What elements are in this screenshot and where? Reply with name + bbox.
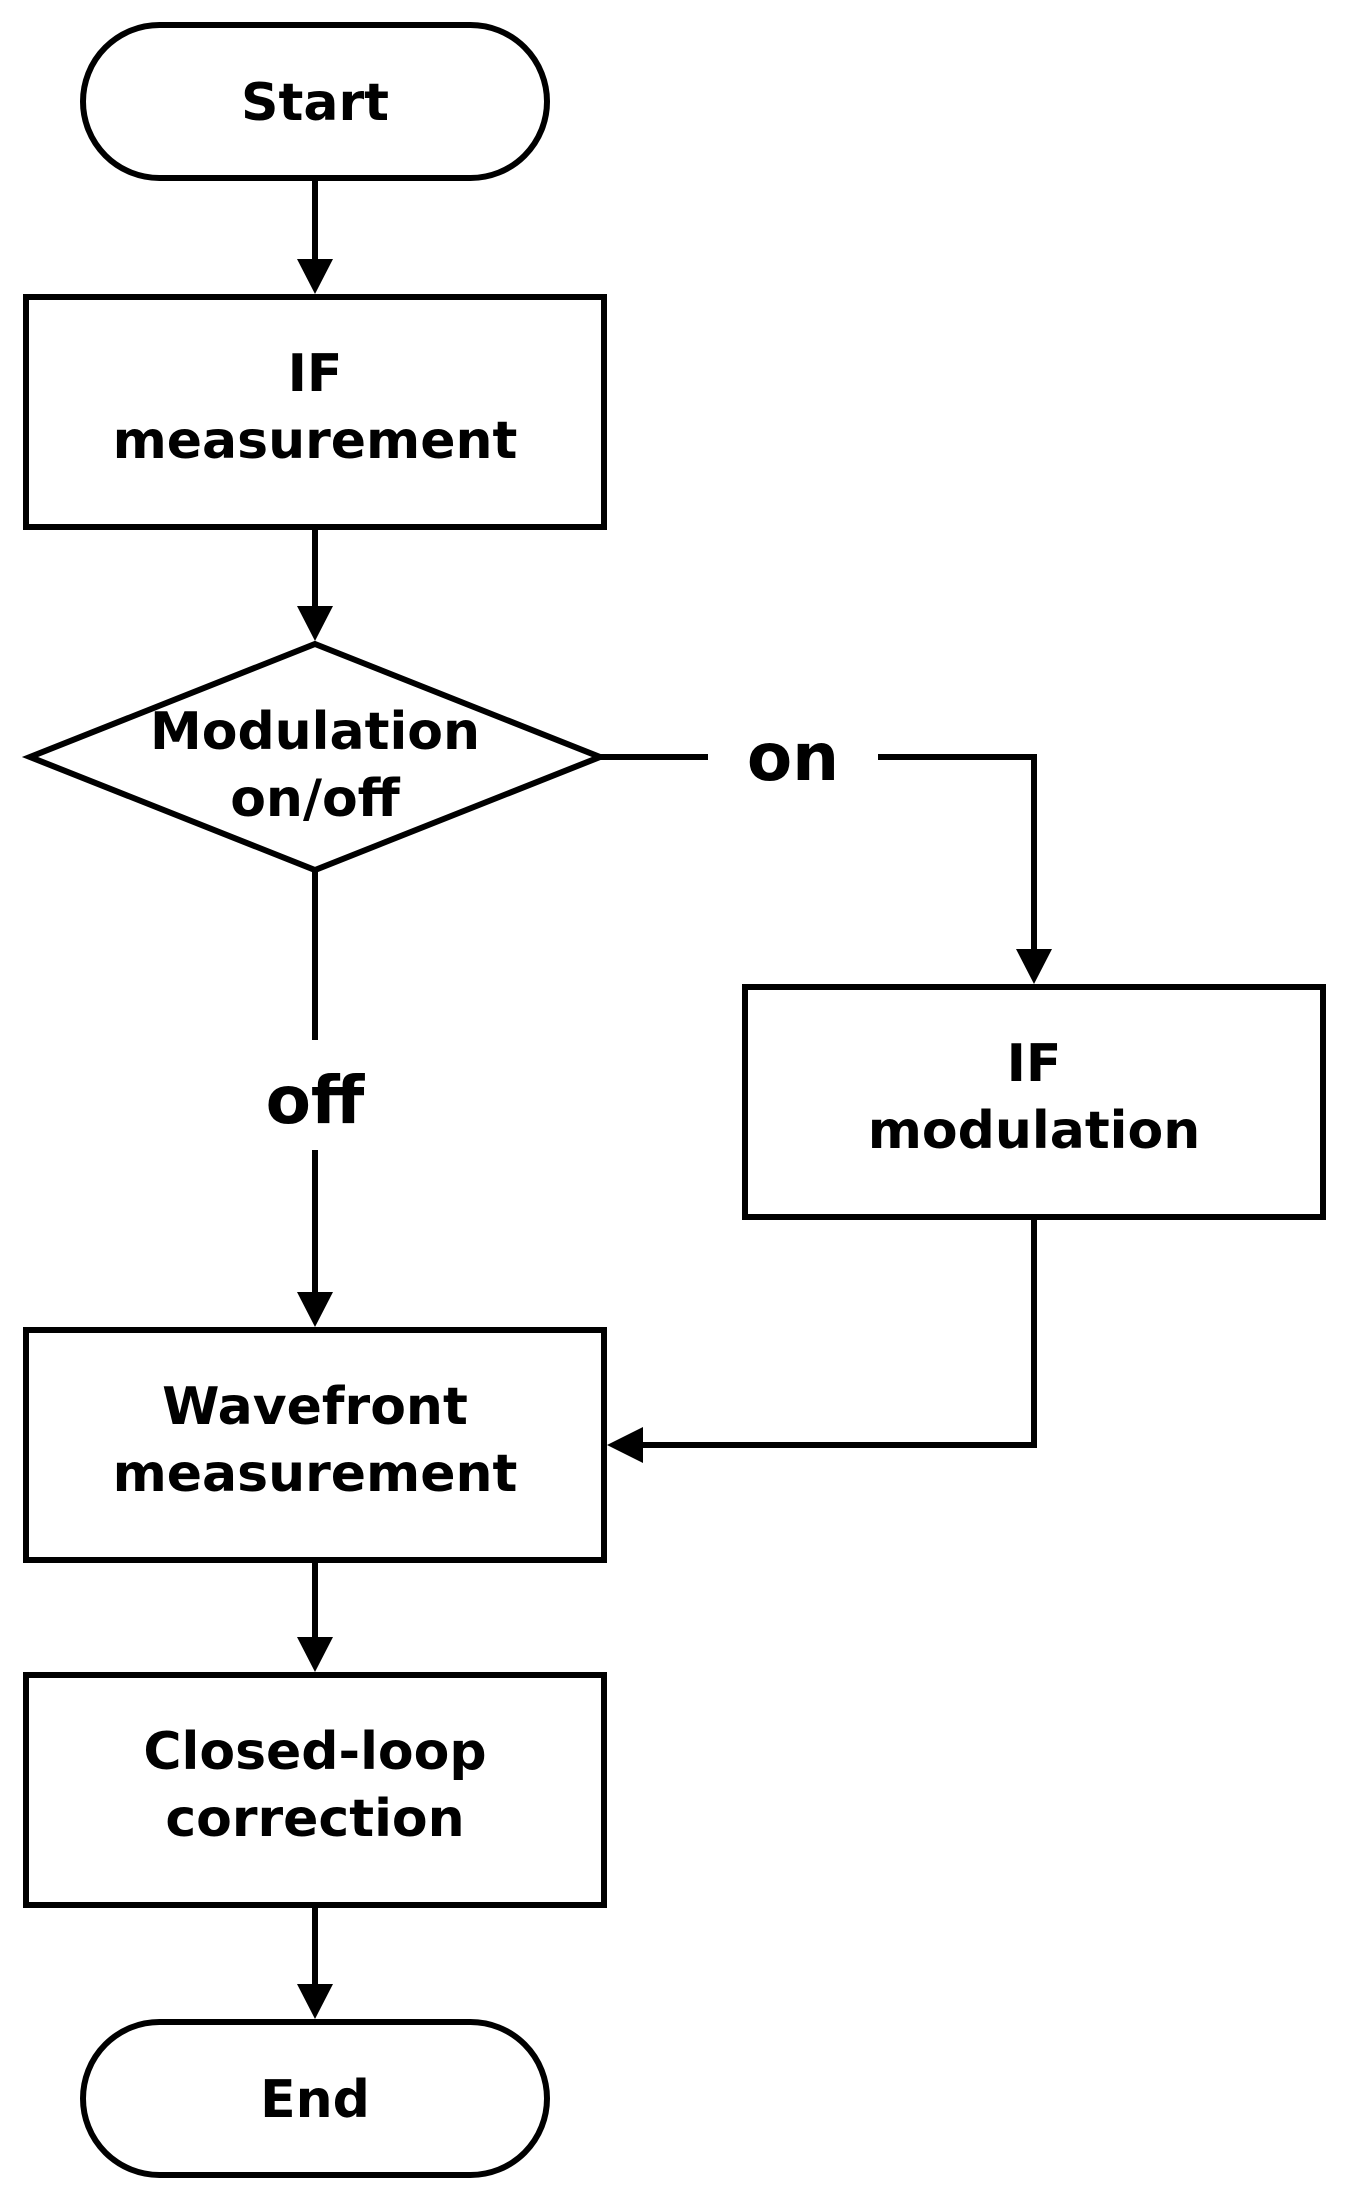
- modulation-decision-node: Modulation on/off: [21, 640, 609, 874]
- closed-loop-correction-node: Closed-loop correction: [23, 1672, 607, 1908]
- arrowhead: [297, 259, 333, 294]
- closed-loop-correction-label-line2: correction: [165, 1789, 464, 1849]
- wavefront-measurement-node: Wavefront measurement: [23, 1327, 607, 1563]
- wavefront-measurement-label-line1: Wavefront: [162, 1377, 468, 1437]
- if-modulation-label-line1: IF: [1007, 1034, 1062, 1094]
- modulation-decision-label-line2: on/off: [230, 769, 400, 829]
- start-label: Start: [241, 73, 389, 133]
- arrowhead: [297, 1984, 333, 2019]
- edge-label-off: off: [266, 1062, 366, 1139]
- edge-start-to-if-measurement: [297, 178, 333, 294]
- if-measurement-box: [23, 294, 607, 530]
- edge-label-on: on: [747, 719, 839, 796]
- edge-wavefront-to-closed-loop: [297, 1560, 333, 1672]
- modulation-decision-label-line1: Modulation: [150, 702, 480, 762]
- arrowhead: [1016, 949, 1052, 984]
- if-modulation-label-line2: modulation: [868, 1101, 1201, 1161]
- arrowhead: [297, 606, 333, 641]
- if-modulation-node: IF modulation: [742, 984, 1326, 1220]
- if-measurement-label-line2: measurement: [113, 411, 518, 471]
- if-measurement-node: IF measurement: [23, 294, 607, 530]
- wavefront-measurement-label-line2: measurement: [113, 1444, 518, 1504]
- edge-decision-to-wavefront-measurement: off: [266, 870, 366, 1327]
- end-terminator-shape: [80, 2019, 550, 2178]
- edge-decision-to-if-modulation: on: [600, 719, 1052, 984]
- arrowhead: [607, 1427, 643, 1463]
- if-measurement-label-line1: IF: [288, 344, 343, 404]
- arrowhead: [297, 1637, 333, 1672]
- end-node: End: [80, 2019, 550, 2178]
- if-modulation-box: [742, 984, 1326, 1220]
- wavefront-measurement-box: [23, 1327, 607, 1563]
- edge-closed-loop-to-end: [297, 1905, 333, 2019]
- arrowhead: [297, 1292, 333, 1327]
- closed-loop-correction-label-line1: Closed-loop: [143, 1722, 486, 1782]
- start-node: Start: [80, 22, 550, 181]
- edge-if-modulation-to-wavefront-measurement: [607, 1217, 1037, 1463]
- edge-if-measurement-to-decision: [297, 527, 333, 641]
- end-label: End: [260, 2070, 370, 2130]
